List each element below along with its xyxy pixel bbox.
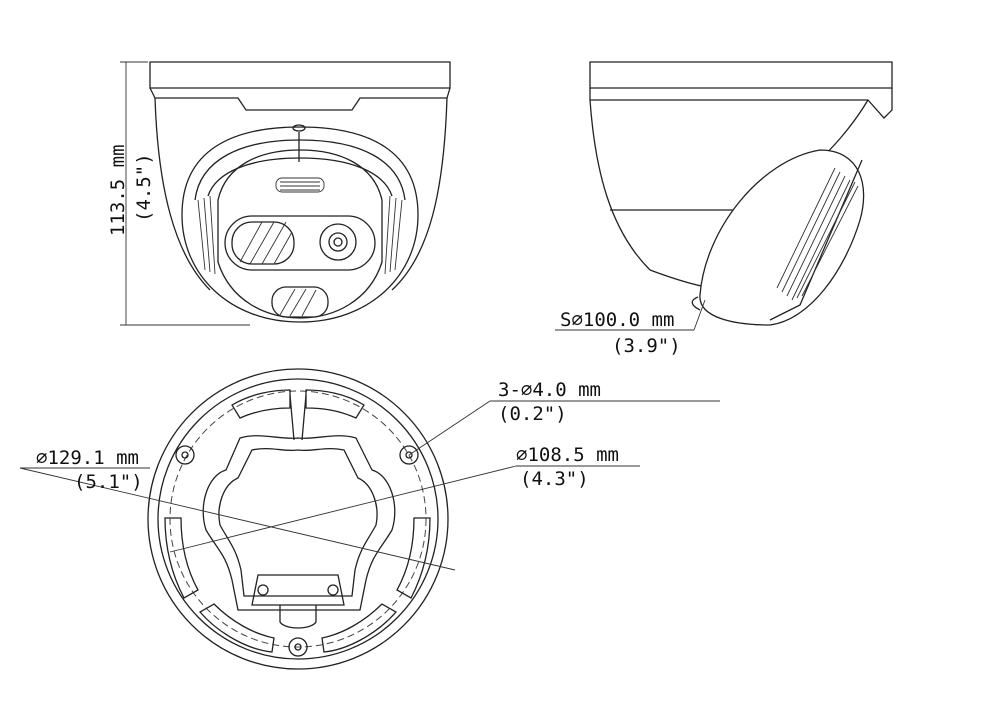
- mount-hole: [399, 445, 419, 465]
- outer-diameter-metric: ∅129.1 mm: [36, 447, 139, 469]
- sphere-dimension-imperial: (3.9"): [612, 335, 681, 357]
- outer-diameter-imperial: (5.1"): [74, 471, 143, 493]
- side-ribs: [776, 167, 859, 301]
- height-dimension-metric: 113.5 mm: [107, 144, 129, 236]
- speaker-grille: [275, 177, 325, 193]
- bottom-view: ∅129.1 mm (5.1") ∅108.5 mm (4.3") 3-∅4.0…: [19, 368, 720, 670]
- mount-hole: [288, 637, 308, 657]
- bolt-circle: [169, 390, 427, 648]
- mount-hole: [175, 445, 195, 465]
- sphere-dimension-metric: S∅100.0 mm: [560, 309, 674, 331]
- front-view: 113.5 mm (4.5"): [107, 61, 451, 326]
- side-view: S∅100.0 mm (3.9"): [555, 61, 893, 357]
- hole-dimension-metric: 3-∅4.0 mm: [498, 379, 601, 401]
- lens-window: [224, 215, 376, 271]
- height-dimension-imperial: (4.5"): [133, 153, 155, 222]
- outer-circle: [147, 368, 449, 670]
- hole-dimension-imperial: (0.2"): [498, 403, 567, 425]
- bolt-circle-diameter-imperial: (4.3"): [520, 468, 589, 490]
- bolt-circle-diameter-metric: ∅108.5 mm: [516, 444, 619, 466]
- illuminator: [271, 286, 329, 318]
